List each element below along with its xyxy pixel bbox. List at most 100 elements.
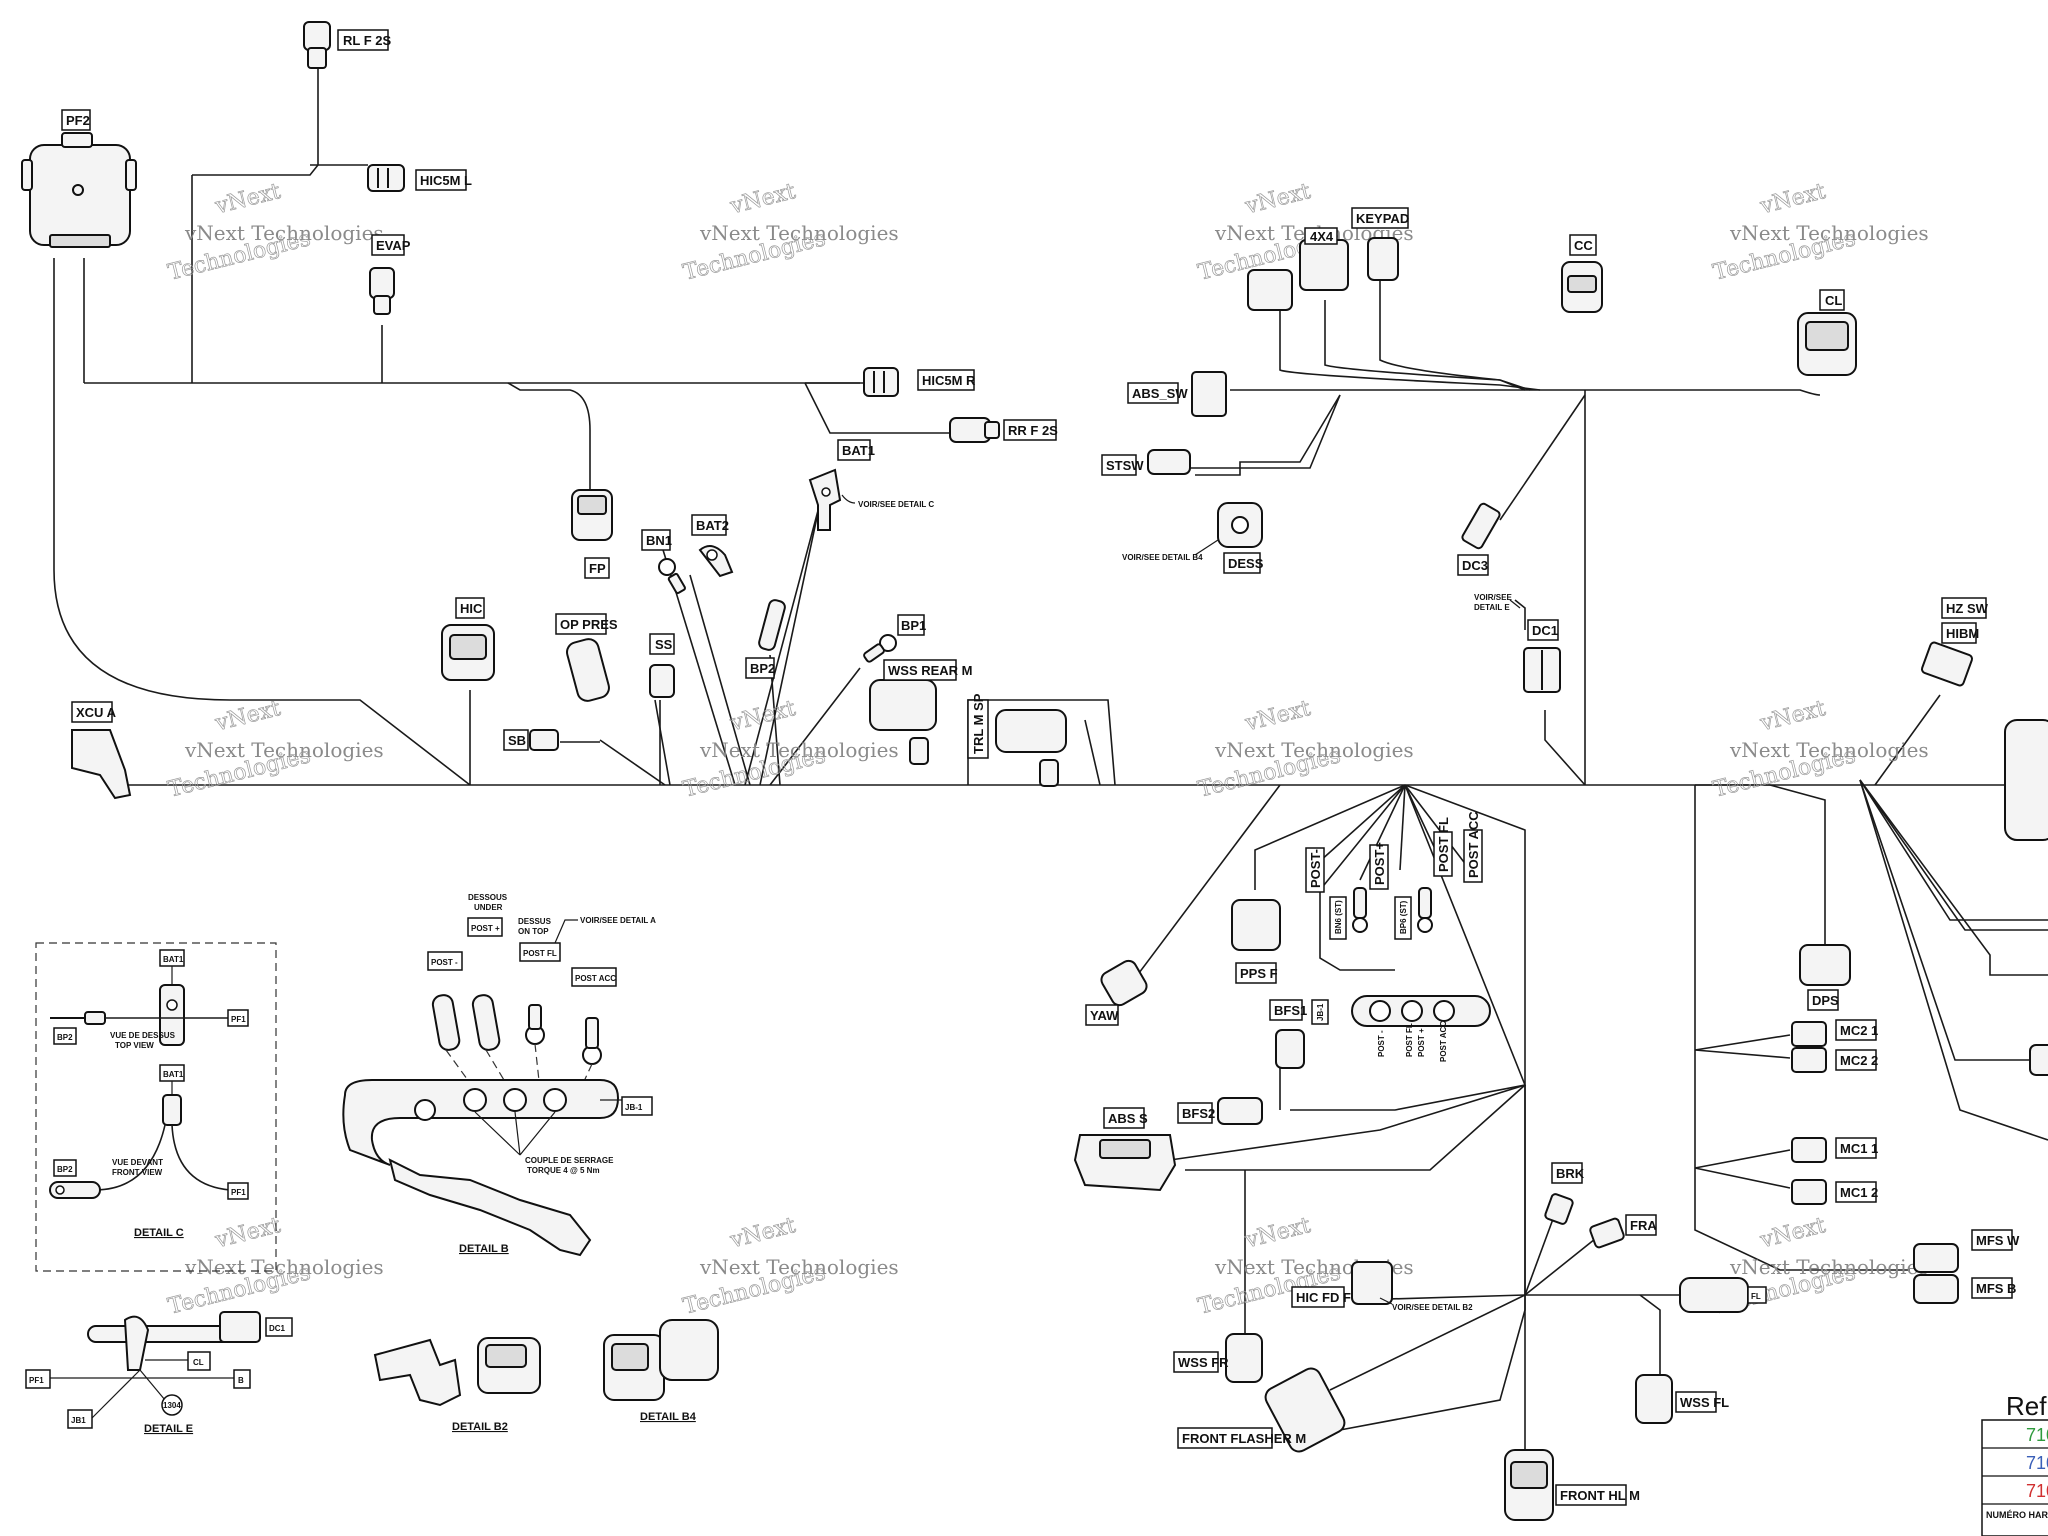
svg-text:POST+: POST+: [1372, 842, 1387, 885]
svg-text:TOP VIEW: TOP VIEW: [115, 1041, 154, 1050]
label-keypad: KEYPAD: [1351, 207, 1409, 229]
label-mc2-1: MC2 1: [1835, 1019, 1878, 1041]
svg-text:PF1: PF1: [231, 1015, 246, 1024]
svg-text:CL: CL: [193, 1358, 204, 1367]
reference-table: Ref. 710 710 710 NUMÉRO HARN: [1981, 1391, 2048, 1536]
svg-text:SB: SB: [508, 733, 526, 748]
svg-text:DC1: DC1: [269, 1324, 286, 1333]
svg-text:PF2: PF2: [66, 113, 90, 128]
stsw-connector-icon: [1147, 449, 1191, 475]
svg-text:FP: FP: [589, 561, 606, 576]
watermark: vNext vNext Technologies Technologies: [1195, 696, 1413, 803]
mc2-2-connector-icon: [1791, 1047, 1827, 1073]
svg-text:BAT1: BAT1: [842, 443, 875, 458]
label-pf2: PF2: [61, 109, 91, 131]
jb1-post-notes: POST - POST FL POST + POST ACC: [1377, 1021, 1448, 1062]
label-op-pres: OP PRES: [555, 613, 618, 635]
watermark: vNext vNext Technologies Technologies: [680, 179, 898, 286]
svg-text:DESSUS: DESSUS: [518, 917, 552, 926]
svg-text:VOIR/SEE DETAIL C: VOIR/SEE DETAIL C: [858, 500, 934, 509]
svg-text:vNext: vNext: [727, 179, 798, 219]
fuse-block-top-icon: [1247, 269, 1293, 311]
front-flasher-m-connector-icon: [1264, 1367, 1346, 1453]
svg-text:vNext Technologies: vNext Technologies: [1729, 738, 1929, 762]
svg-text:TORQUE 4 @ 5 Nm: TORQUE 4 @ 5 Nm: [527, 1166, 600, 1175]
svg-text:HZ SW: HZ SW: [1946, 601, 1989, 616]
svg-text:POST-: POST-: [1308, 849, 1323, 888]
svg-text:BN6 (ST): BN6 (ST): [1334, 900, 1343, 934]
svg-text:DETAIL B4: DETAIL B4: [640, 1411, 697, 1423]
svg-text:HIC5M R: HIC5M R: [922, 373, 976, 388]
label-trl-m-sp: TRL M SP: [967, 693, 989, 759]
svg-text:vNext Technologies: vNext Technologies: [699, 1255, 899, 1279]
label-sb: SB: [503, 729, 529, 751]
svg-text:VOIR/SEE DETAIL B4: VOIR/SEE DETAIL B4: [1122, 553, 1203, 562]
svg-text:RL F 2S: RL F 2S: [343, 33, 391, 48]
svg-text:NUMÉRO HARN: NUMÉRO HARN: [1986, 1510, 2048, 1520]
svg-text:CL: CL: [1825, 293, 1842, 308]
bp1-ring-terminal-icon: [863, 634, 897, 663]
trl-m-sp-connector-icon: [995, 709, 1067, 787]
label-post-plus-vertical: POST+: [1369, 842, 1389, 890]
callout-notes: VOIR/SEE DETAIL C VOIR/SEE DETAIL B4 VOI…: [841, 494, 1521, 1312]
svg-text:STSW: STSW: [1106, 458, 1144, 473]
svg-text:CC: CC: [1574, 238, 1593, 253]
evap-connector-icon: [369, 267, 395, 315]
svg-text:EVAP: EVAP: [376, 238, 411, 253]
svg-text:MFS W: MFS W: [1976, 1233, 2020, 1248]
svg-text:POST ACC: POST ACC: [575, 974, 616, 983]
mfs-w-connector-icon: [1913, 1243, 1959, 1273]
detail-b4: DETAIL B4: [603, 1319, 719, 1423]
label-stsw: STSW: [1101, 454, 1144, 476]
svg-text:BP6 (ST): BP6 (ST): [1399, 900, 1408, 934]
cc-connector-icon: [1561, 261, 1603, 313]
keypad-connector-icon: [1367, 237, 1399, 281]
label-mfs-b: MFS B: [1971, 1277, 2016, 1299]
bat1-terminal-icon: [808, 468, 842, 531]
hic-fd-f-connector-icon: [1351, 1261, 1393, 1305]
label-bp2: BP2: [745, 657, 775, 679]
label-pps-f: PPS F: [1235, 962, 1278, 984]
label-wss-fr: WSS FR: [1173, 1351, 1229, 1373]
label-mfs-w: MFS W: [1971, 1229, 2020, 1251]
cl-connector-icon: [1797, 312, 1857, 376]
svg-text:4X4: 4X4: [1310, 229, 1334, 244]
svg-text:COUPLE DE SERRAGE: COUPLE DE SERRAGE: [525, 1156, 614, 1165]
label-hz-sw: HZ SW: [1941, 597, 1989, 619]
svg-text:WSS FR: WSS FR: [1178, 1355, 1229, 1370]
hic5m-r-connector-icon: [863, 367, 899, 397]
detail-c: BAT1 PF1 BP2 VUE DE DESSUS TOP VIEW BAT1…: [35, 942, 277, 1272]
label-hic-fd-f: HIC FD F: [1291, 1286, 1351, 1308]
svg-text:WSS REAR M: WSS REAR M: [888, 663, 973, 678]
label-dess: DESS: [1223, 552, 1264, 574]
label-mc1-1: MC1 1: [1835, 1137, 1878, 1159]
label-evap: EVAP: [371, 234, 411, 256]
svg-text:BFS1: BFS1: [1274, 1003, 1307, 1018]
right-edge-lower-connector-icon: [2029, 1044, 2048, 1076]
ref-table-row: 710: [2026, 1481, 2048, 1501]
bfs1-connector-icon: [1275, 1029, 1305, 1069]
svg-text:VOIR/SEE: VOIR/SEE: [1474, 593, 1512, 602]
svg-text:MC2 2: MC2 2: [1840, 1053, 1878, 1068]
bp2-lug-icon: [758, 599, 786, 651]
svg-text:POST FL: POST FL: [1405, 1023, 1414, 1057]
svg-text:vNext Technologies: vNext Technologies: [699, 738, 899, 762]
svg-text:VUE DE DESSUS: VUE DE DESSUS: [110, 1031, 176, 1040]
svg-text:BRK: BRK: [1556, 1166, 1585, 1181]
svg-text:vNext Technologies: vNext Technologies: [184, 221, 384, 245]
svg-text:vNext: vNext: [1242, 1213, 1313, 1253]
svg-text:vNext Technologies: vNext Technologies: [1729, 221, 1929, 245]
svg-text:HIBM: HIBM: [1946, 626, 1979, 641]
label-abs-s: ABS S: [1103, 1107, 1148, 1129]
watermark: vNext vNext Technologies Technologies: [680, 1213, 899, 1320]
bn1-ring-terminal-icon: [658, 558, 686, 595]
label-hic5m-r: HIC5M R: [917, 369, 976, 391]
svg-text:ON TOP: ON TOP: [518, 927, 549, 936]
svg-text:FRONT VIEW: FRONT VIEW: [112, 1168, 163, 1177]
svg-text:SS: SS: [655, 637, 673, 652]
label-bp6-st: BP6 (ST): [1394, 896, 1412, 940]
svg-text:ABS S: ABS S: [1108, 1111, 1148, 1126]
abs-sw-connector-icon: [1191, 371, 1227, 417]
front-hl-m-connector-icon: [1504, 1449, 1554, 1521]
label-bat1: BAT1: [837, 439, 875, 461]
